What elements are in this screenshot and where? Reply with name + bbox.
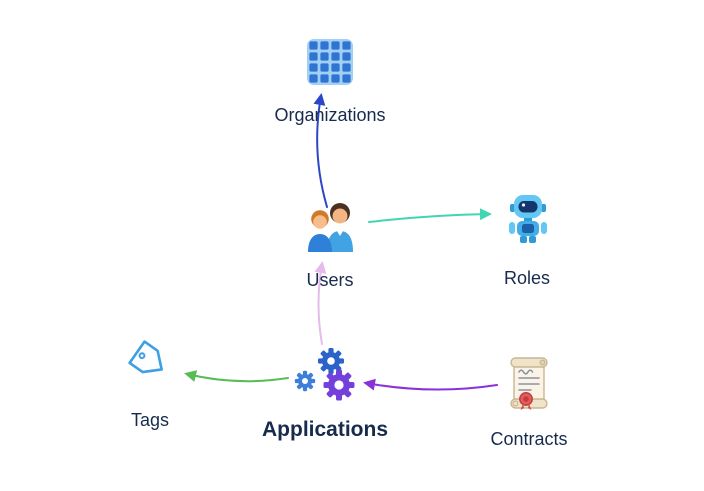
robot-chest-panel	[522, 224, 534, 233]
gear-left-blue	[294, 370, 316, 392]
tag-icon	[128, 340, 174, 389]
robot-icon	[505, 193, 551, 250]
robot-visor	[518, 201, 538, 213]
gear-top-blue	[318, 348, 344, 374]
tag-shape	[128, 340, 163, 374]
scroll-text-lines	[518, 369, 540, 391]
node-label-organizations: Organizations	[274, 105, 386, 125]
node-label-tags: Tags	[130, 410, 170, 430]
edge-applications-to-tags	[184, 370, 289, 383]
two-people-icon	[304, 200, 360, 257]
edge-users-to-organizations	[313, 93, 328, 208]
edge-applications-to-users	[314, 261, 327, 345]
gears-icon	[294, 346, 358, 411]
wax-seal	[519, 392, 533, 410]
building-icon	[304, 38, 356, 93]
person-back	[327, 203, 353, 252]
building-windows	[309, 41, 351, 83]
node-label-users: Users	[306, 270, 354, 290]
scroll-icon	[505, 355, 553, 416]
edge-contracts-to-applications	[363, 378, 498, 391]
node-label-contracts: Contracts	[490, 429, 568, 449]
edge-users-to-roles	[368, 208, 492, 223]
node-label-applications: Applications	[261, 418, 389, 441]
gear-purple	[323, 369, 355, 401]
person-front	[308, 210, 332, 252]
node-label-roles: Roles	[503, 268, 551, 288]
